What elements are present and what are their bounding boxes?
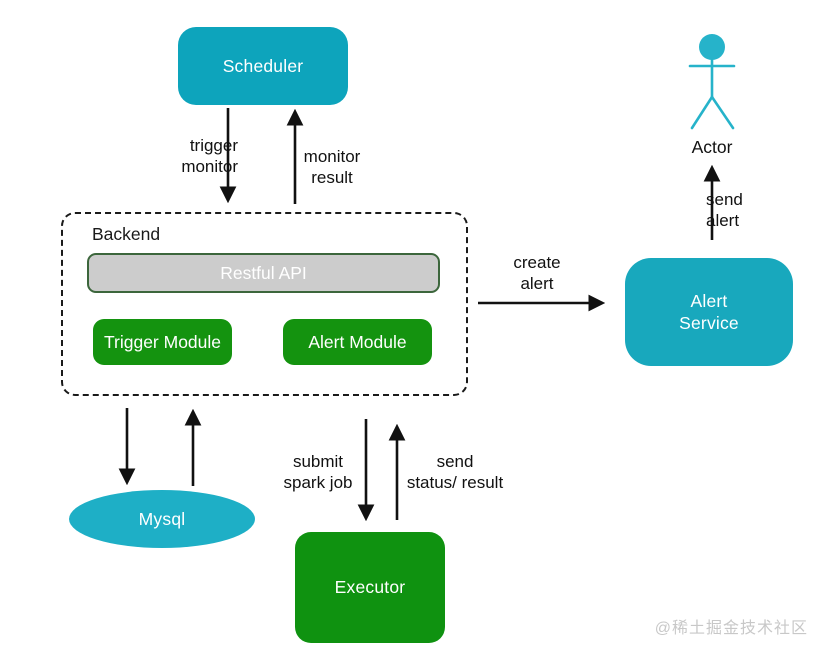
mysql-label: Mysql	[138, 508, 186, 529]
edge-label-send-status-result: send status/ result	[406, 452, 504, 492]
edge-label-trigger-monitor: trigger monitor	[181, 136, 238, 176]
node-scheduler: Scheduler	[178, 27, 348, 105]
alert-service-label-line2: Service	[679, 313, 739, 333]
alert-module-label: Alert Module	[308, 331, 407, 352]
trigger-module-label: Trigger Module	[103, 331, 222, 352]
node-alert-service: Alert Service	[625, 258, 793, 366]
executor-label: Executor	[334, 577, 406, 597]
watermark: @稀土掘金技术社区	[654, 620, 808, 637]
node-trigger-module: Trigger Module	[93, 319, 232, 365]
node-executor: Executor	[295, 532, 445, 643]
node-backend: Backend Restful API Trigger Module Alert…	[61, 212, 468, 396]
node-restful-api: Restful API	[87, 253, 440, 293]
node-alert-module: Alert Module	[283, 319, 432, 365]
edge-label-send-alert: send alert	[706, 190, 743, 230]
alert-service-label-line1: Alert	[690, 291, 728, 311]
edge-label-create-alert: create alert	[513, 253, 561, 293]
backend-label: Backend	[92, 224, 161, 244]
actor-icon	[688, 34, 736, 130]
restful-api-label: Restful API	[220, 262, 307, 283]
node-mysql: Mysql	[69, 490, 255, 548]
scheduler-label: Scheduler	[222, 55, 304, 76]
edge-label-monitor-result: monitor result	[303, 147, 361, 187]
edge-label-submit-spark-job: submit spark job	[283, 452, 353, 492]
actor-label: Actor	[691, 137, 733, 157]
